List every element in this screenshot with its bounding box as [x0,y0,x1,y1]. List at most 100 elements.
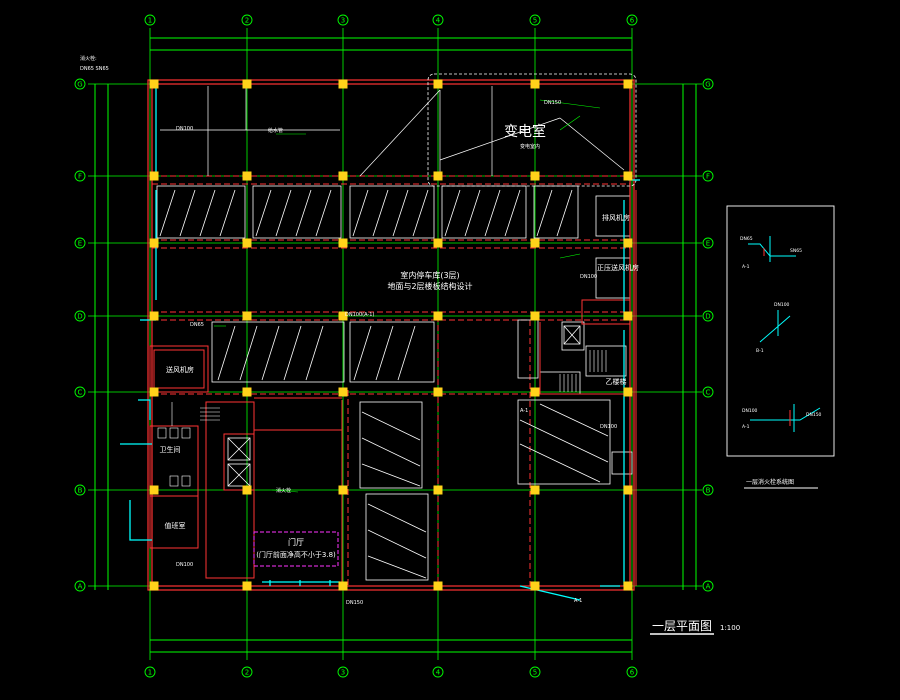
axis-bubble-right-G: G [702,78,714,90]
column-G5 [530,79,540,89]
lobby-label: 门厅 [288,537,304,547]
axis-bubble-bottom-5: 5 [529,666,541,678]
axis-bubble-right-F: F [702,170,714,182]
svg-text:DN65: DN65 [740,236,753,242]
axis-bubble-left-G-label: G [77,81,82,89]
svg-text:A-1: A-1 [742,424,750,430]
column-C2 [242,387,252,397]
column-D6 [623,311,633,321]
axis-bubble-right-A-label: A [706,583,711,591]
axis-bubble-right-B: B [702,484,714,496]
smoke-exhaust-room-label: 正压送风机房 [597,263,639,272]
column-D5 [530,311,540,321]
drawing-title-text: 一层平面图 [652,619,712,633]
axis-bubble-bottom-6: 6 [626,666,638,678]
axis-bubble-left-C-label: C [78,389,83,397]
column-B2 [242,485,252,495]
air-supply-room-label: 送风机房 [166,365,194,374]
top-rooms [160,86,340,176]
outer-walls [147,79,635,591]
axis-bubble-bottom-3-label: 3 [341,669,345,677]
axis-bubble-left-B-label: B [78,487,83,495]
axis-bubble-top-1-label: 1 [148,17,152,25]
axis-bubble-bottom-4: 4 [432,666,444,678]
svg-text:A-1: A-1 [520,408,528,414]
column-F6 [623,171,633,181]
column-C5 [530,387,540,397]
svg-text:给水管: 给水管 [268,127,283,134]
column-D1 [149,311,159,321]
column-G1 [149,79,159,89]
elevator [227,325,581,487]
drawing-scale-text: 1:100 [720,624,740,632]
column-F4 [433,171,443,181]
svg-text:DN100: DN100 [774,302,790,308]
axis-bubble-right-E-label: E [706,240,710,248]
axis-bubble-right-G-label: G [705,81,710,89]
axis-bubble-bottom-2: 2 [241,666,253,678]
svg-text:DN100: DN100 [176,126,193,132]
column-A2 [242,581,252,591]
axis-bubble-left-F-label: F [78,173,82,181]
lobby-label-box [253,531,339,567]
column-B3 [338,485,348,495]
column-G2 [242,79,252,89]
axis-bubble-top-3-label: 3 [341,17,345,25]
lobby-sub-label: (门厅前面净高不小于3.8) [256,550,336,559]
parking-bays-row1 [156,185,579,239]
svg-text:DN100: DN100 [600,424,617,430]
indoor-parking-label: 室内停车库(3层) [400,270,459,280]
axis-bubble-right-C: C [702,386,714,398]
axis-bubble-top-2-label: 2 [245,17,249,25]
dimension-lines [94,37,697,653]
right-walls-red [539,190,637,586]
column-E6 [623,238,633,248]
axis-bubble-top-3: 3 [337,14,349,26]
axis-bubble-left-A: A [74,580,86,592]
parking-bays-row2 [211,321,435,383]
column-B4 [433,485,443,495]
column-A1 [149,581,159,591]
pump-room-label: 排风机房 [602,213,630,222]
column-D4 [433,311,443,321]
axis-bubble-right-A: A [702,580,714,592]
column-B6 [623,485,633,495]
substation-cloud [427,73,637,187]
fire-hydrant-pipes [120,84,640,601]
axis-bubble-left-C: C [74,386,86,398]
svg-text:DN100(A-1): DN100(A-1) [345,312,374,318]
axis-bubble-right-B-label: B [706,487,711,495]
column-A5 [530,581,540,591]
axis-bubble-left-A-label: A [78,583,83,591]
column-D3 [338,311,348,321]
column-E3 [338,238,348,248]
axis-bubble-bottom-6-label: 6 [630,669,635,677]
axis-bubble-right-E: E [702,237,714,249]
column-G3 [338,79,348,89]
toilet-label: 卫生间 [160,445,181,454]
column-E1 [149,238,159,248]
column-A4 [433,581,443,591]
axis-bubble-left-D: D [74,310,86,322]
column-G4 [433,79,443,89]
structural-columns [149,79,633,591]
axis-bubble-top-4: 4 [432,14,444,26]
axis-bubble-left-D-label: D [77,313,82,321]
column-B5 [530,485,540,495]
svg-text:A-1: A-1 [742,264,750,270]
svg-text:DN100: DN100 [176,562,193,568]
axis-bubble-right-F-label: F [706,173,710,181]
axis-bubble-left-F: F [74,170,86,182]
axis-bubble-top-5: 5 [529,14,541,26]
annotation-texts: 消火栓: DN65 SN65 DN100 给水管 DN150 变电室内 DN10… [80,55,617,606]
svg-text:变电室内: 变电室内 [520,143,540,150]
column-F5 [530,171,540,181]
axis-bubble-top-2: 2 [241,14,253,26]
svg-text:DN65: DN65 [190,322,204,328]
axis-bubble-top-4-label: 4 [436,17,441,25]
drawing-title: 一层平面图 1:100 [650,619,740,635]
indoor-parking-sub-label: 地面与2层楼板结构设计 [387,281,472,291]
axis-bubble-bottom-5-label: 5 [533,669,537,677]
